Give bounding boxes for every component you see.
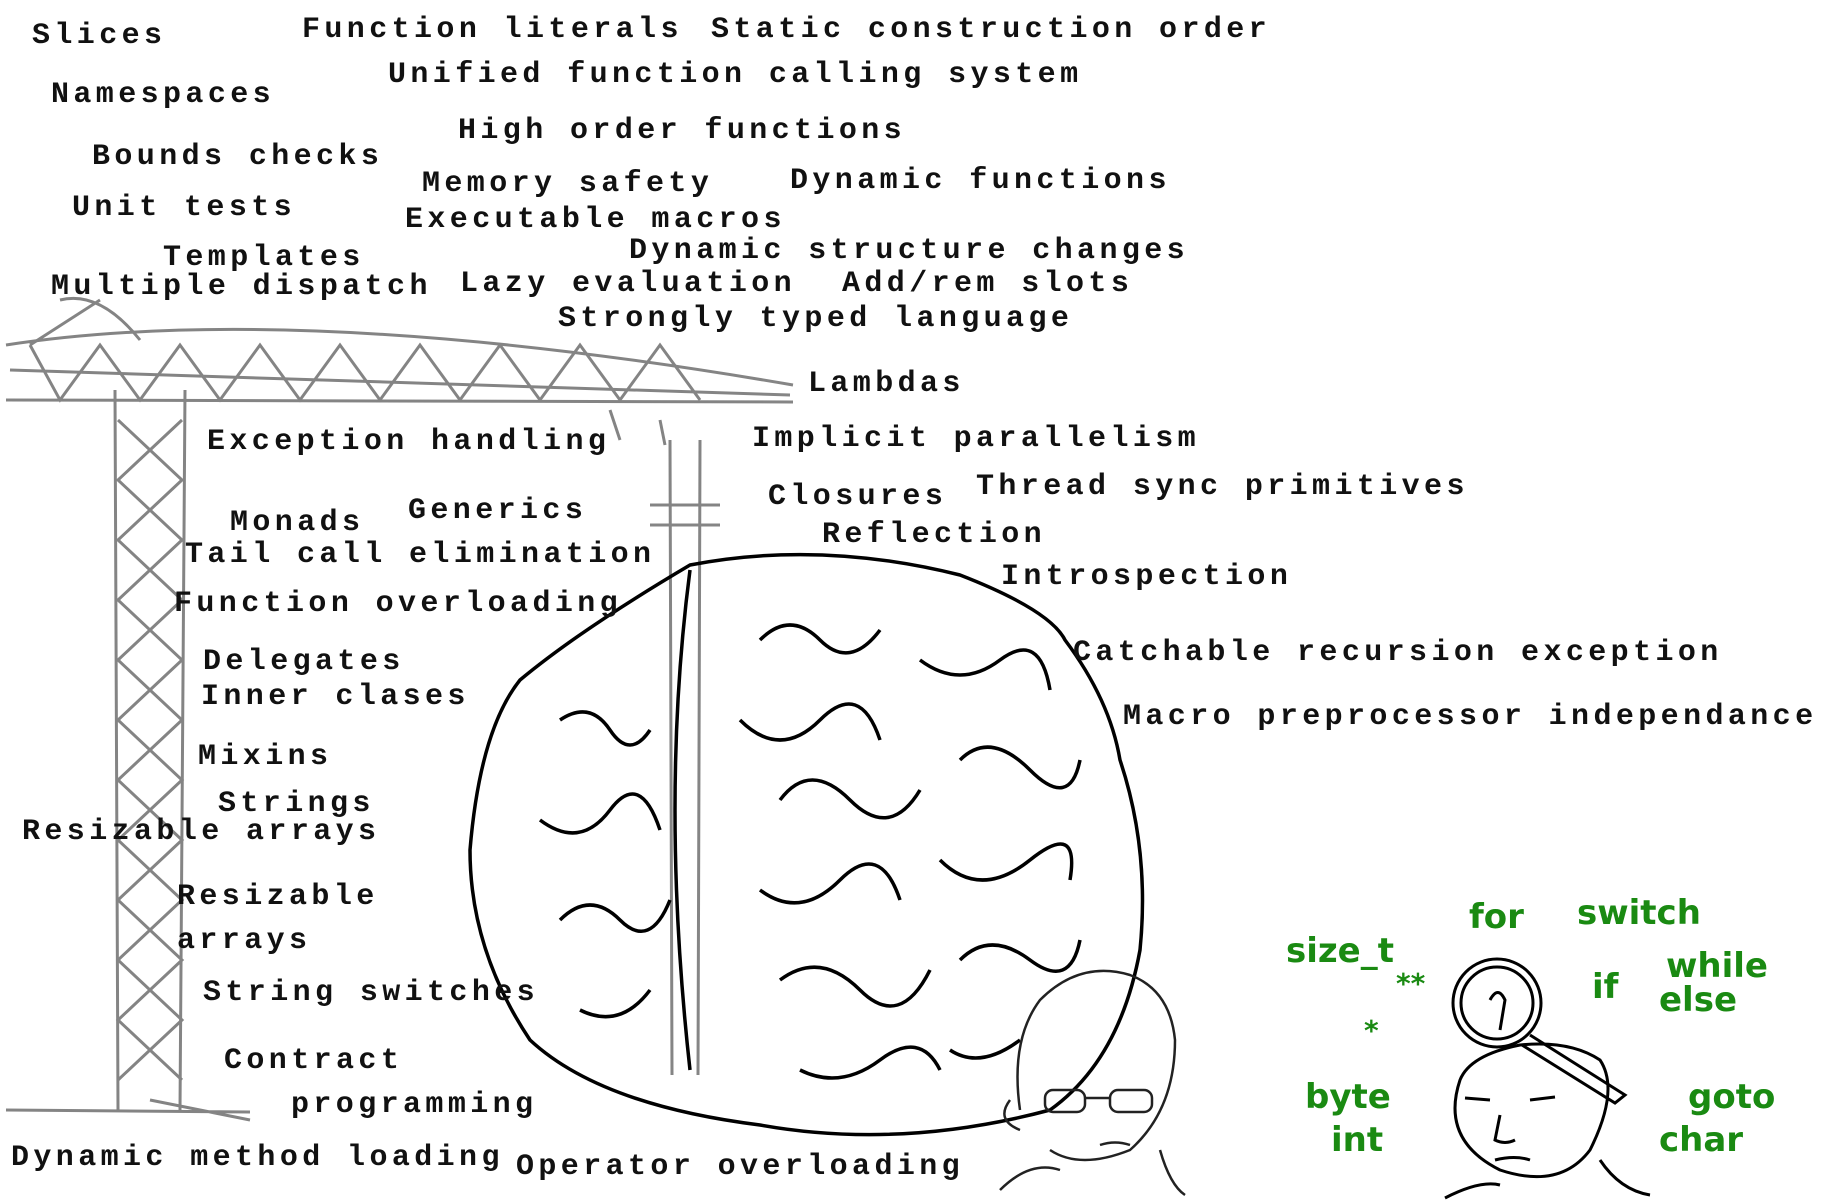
feature-dynamic-method-loading: Dynamic method loading bbox=[11, 1141, 504, 1175]
feature-strongly-typed: Strongly typed language bbox=[558, 302, 1074, 336]
keyword-for: for bbox=[1469, 897, 1524, 937]
feature-dynamic-functions: Dynamic functions bbox=[790, 164, 1171, 198]
feature-arrays: arrays bbox=[177, 924, 312, 958]
feature-delegates: Delegates bbox=[203, 645, 405, 679]
keyword-goto: goto bbox=[1688, 1077, 1776, 1117]
keyword-else: else bbox=[1659, 980, 1738, 1020]
feature-exception-handling: Exception handling bbox=[207, 425, 611, 459]
feature-tail-call: Tail call elimination bbox=[185, 538, 656, 572]
feature-contract: Contract bbox=[224, 1044, 404, 1078]
nerd-face-drawing bbox=[999, 969, 1186, 1197]
keyword-byte: byte bbox=[1305, 1077, 1391, 1117]
feature-catchable-recursion: Catchable recursion exception bbox=[1073, 636, 1723, 670]
keyword-size-t: size_t bbox=[1286, 931, 1394, 971]
feature-monads: Monads bbox=[230, 506, 365, 540]
feature-implicit-parallelism: Implicit parallelism bbox=[752, 422, 1201, 456]
crane-drawing bbox=[5, 296, 794, 1122]
feature-lazy-evaluation: Lazy evaluation bbox=[460, 267, 797, 301]
feature-inner-classes: Inner clases bbox=[201, 680, 470, 714]
feature-templates: Templates bbox=[163, 241, 365, 275]
keyword-pointer: * bbox=[1364, 1014, 1379, 1047]
feature-macro-preprocessor: Macro preprocessor independance bbox=[1123, 700, 1818, 734]
feature-thread-sync: Thread sync primitives bbox=[976, 470, 1469, 504]
feature-lambdas: Lambdas bbox=[808, 367, 965, 401]
feature-resizable: Resizable bbox=[177, 880, 379, 914]
feature-resizable-arrays: Resizable arrays bbox=[22, 815, 381, 849]
feature-dynamic-structure-changes: Dynamic structure changes bbox=[629, 234, 1190, 268]
feature-executable-macros: Executable macros bbox=[405, 203, 786, 237]
feature-closures: Closures bbox=[768, 480, 948, 514]
feature-static-construction-order: Static construction order bbox=[711, 13, 1272, 47]
feature-slices: Slices bbox=[32, 19, 167, 53]
feature-generics: Generics bbox=[408, 494, 588, 528]
feature-operator-overloading: Operator overloading bbox=[516, 1150, 965, 1184]
keyword-while: while bbox=[1666, 946, 1768, 986]
feature-add-rem-slots: Add/rem slots bbox=[842, 267, 1134, 301]
keyword-int: int bbox=[1331, 1120, 1384, 1160]
feature-function-literals: Function literals bbox=[302, 13, 683, 47]
keyword-switch: switch bbox=[1577, 893, 1701, 933]
feature-reflection: Reflection bbox=[822, 518, 1047, 552]
feature-function-overloading: Function overloading bbox=[174, 587, 623, 621]
feature-mixins: Mixins bbox=[198, 740, 333, 774]
feature-high-order-functions: High order functions bbox=[458, 114, 907, 148]
feature-unit-tests: Unit tests bbox=[72, 191, 297, 225]
keyword-char: char bbox=[1659, 1120, 1744, 1160]
feature-programming: programming bbox=[291, 1088, 538, 1122]
big-brain-drawing bbox=[468, 552, 1145, 1137]
feature-multiple-dispatch: Multiple dispatch bbox=[51, 270, 432, 304]
feature-memory-safety: Memory safety bbox=[422, 167, 714, 201]
feature-string-switches: String switches bbox=[203, 976, 540, 1010]
keyword-if: if bbox=[1592, 967, 1619, 1007]
feature-bounds-checks: Bounds checks bbox=[92, 140, 384, 174]
wojak-with-magnifying-glass-drawing bbox=[1444, 957, 1651, 1200]
feature-strings: Strings bbox=[218, 787, 375, 821]
feature-ufcs: Unified function calling system bbox=[388, 58, 1083, 92]
keyword-double-pointer: ** bbox=[1396, 967, 1426, 1000]
feature-introspection: Introspection bbox=[1001, 560, 1293, 594]
feature-namespaces: Namespaces bbox=[51, 78, 276, 112]
